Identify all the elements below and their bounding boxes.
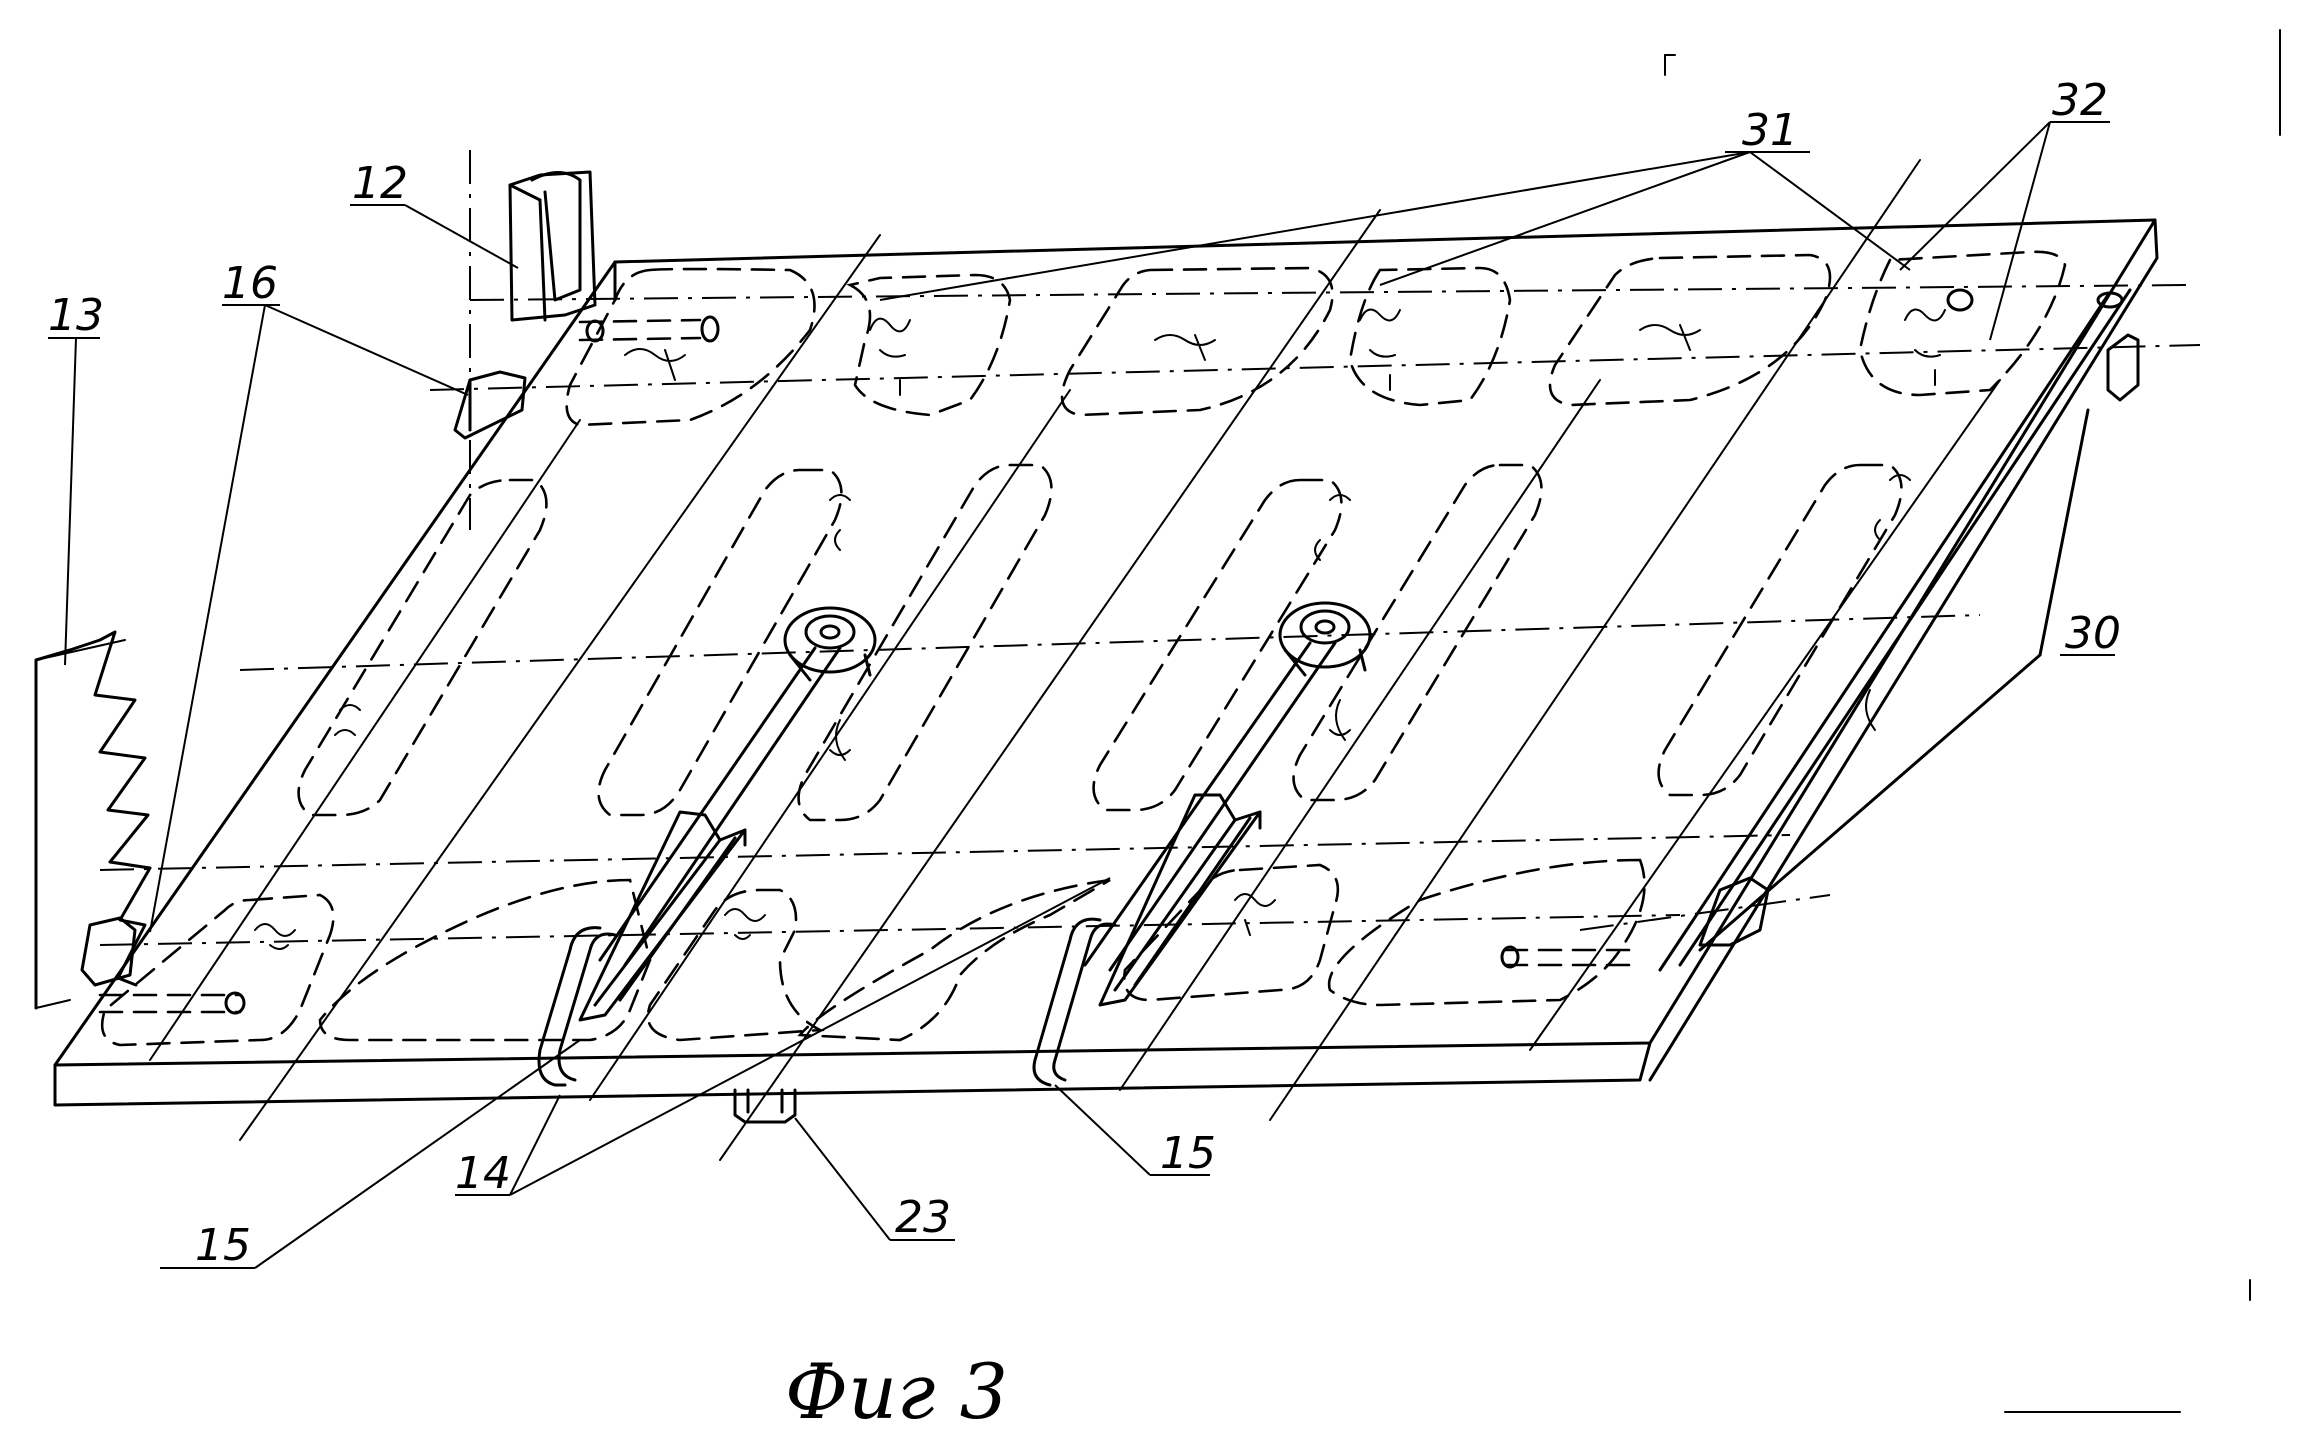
construction-lines <box>149 159 2001 1161</box>
leader-lines <box>48 121 2115 1269</box>
clamp-right-bottom <box>1698 876 1770 947</box>
label-16: 16 <box>222 258 278 309</box>
stray-marks <box>1664 29 2281 1413</box>
label-32: 32 <box>2052 75 2108 126</box>
bolt-top-right <box>1946 288 1974 312</box>
label-30: 30 <box>2065 608 2121 659</box>
hook-right <box>1032 917 1117 1087</box>
knob-right <box>1278 601 1372 677</box>
sawtooth-edge <box>34 630 152 1010</box>
label-13: 13 <box>48 290 104 341</box>
reference-labels: 12 13 16 31 32 30 14 15 15 23 <box>48 75 2121 1271</box>
channel-guide-left <box>578 810 747 1022</box>
center-lines <box>99 150 2201 946</box>
channel-guide-right <box>1098 793 1262 1007</box>
clamp-left-top <box>453 370 527 440</box>
bolt-top-left <box>578 315 720 343</box>
label-12: 12 <box>352 158 408 209</box>
rods <box>598 641 1337 972</box>
label-23: 23 <box>895 1192 951 1243</box>
label-15-right: 15 <box>1160 1128 1216 1179</box>
pockets-bottom-row <box>100 858 1646 1047</box>
clamp-left-bottom <box>80 916 137 987</box>
hook-left <box>537 926 617 1087</box>
knob-left <box>783 606 877 682</box>
side-bar <box>1658 288 2132 972</box>
pockets-top-row <box>565 250 2067 427</box>
label-31: 31 <box>1742 105 1798 156</box>
latch-post <box>508 170 597 322</box>
figure-caption: Фиг 3 <box>785 1347 1008 1436</box>
bottom-tab <box>733 1088 797 1124</box>
plate-body <box>53 218 2159 1107</box>
pockets-middle-row <box>297 463 1903 822</box>
bolt-bottom-right <box>1500 945 1642 969</box>
label-15-left: 15 <box>195 1220 251 1271</box>
squiggle-marks <box>254 308 1946 950</box>
label-14: 14 <box>455 1148 511 1199</box>
bolt-bottom-left <box>98 991 246 1015</box>
clamp-right-top <box>2106 333 2140 402</box>
